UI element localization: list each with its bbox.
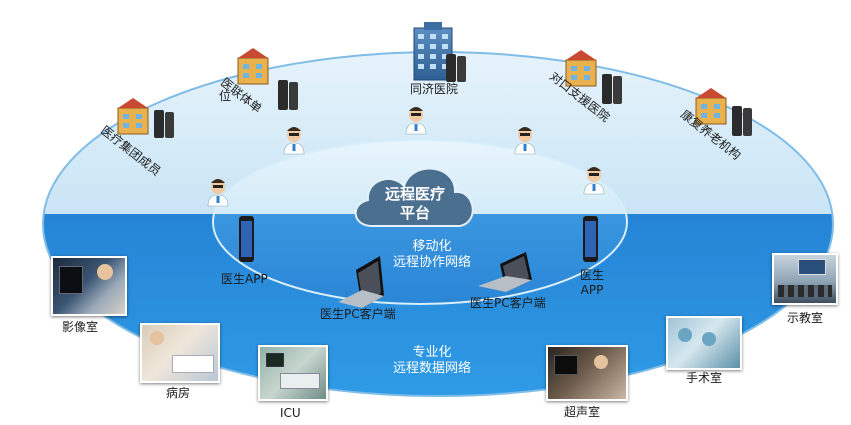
platform-title-line2: 平台 bbox=[399, 204, 430, 222]
monitor-icon bbox=[59, 266, 83, 294]
person-icon bbox=[150, 331, 164, 345]
building-icon bbox=[695, 88, 752, 136]
building-icon bbox=[117, 98, 174, 138]
building-icon bbox=[565, 50, 622, 104]
room-label-surgery: 手术室 bbox=[686, 371, 723, 385]
imaging-room-photo bbox=[51, 256, 127, 316]
professional-network-label: 专业化 远程数据网络 bbox=[372, 346, 492, 375]
hospital-tower-icon bbox=[413, 22, 466, 82]
room-label-ward: 病房 bbox=[166, 386, 191, 400]
doctor-app-label-line2: APP bbox=[580, 283, 604, 297]
bed-icon bbox=[280, 373, 320, 389]
room-label-teaching: 示教室 bbox=[787, 311, 824, 325]
doctor-app-label-line1: 医生 bbox=[579, 268, 604, 282]
cloud-icon bbox=[354, 167, 474, 227]
pc-client-label: 医生PC客户端 bbox=[470, 296, 546, 310]
mobile-network-line1: 移动化 bbox=[412, 239, 452, 254]
doctor-icon bbox=[514, 127, 536, 155]
room-label-ultrasound: 超声室 bbox=[564, 405, 601, 419]
pc-client-label: 医生PC客户端 bbox=[320, 307, 396, 321]
doctor-app-label: 医生 APP bbox=[576, 269, 608, 297]
room-label-icu: ICU bbox=[280, 406, 301, 420]
laptop-icon bbox=[338, 256, 384, 308]
person-icon bbox=[594, 355, 608, 369]
doctor-icon bbox=[207, 179, 229, 207]
bed-icon bbox=[172, 355, 214, 373]
ultrasound-room-photo bbox=[546, 345, 628, 401]
professional-network-line1: 专业化 bbox=[412, 345, 452, 360]
mobile-network-label: 移动化 远程协作网络 bbox=[372, 240, 492, 269]
doctor-app-label: 医生APP bbox=[221, 272, 268, 286]
institution-label: 同济医院 bbox=[410, 82, 459, 96]
audience-icon bbox=[778, 285, 832, 297]
room-label-imaging: 影像室 bbox=[62, 320, 99, 334]
person-icon bbox=[702, 332, 716, 346]
mobile-network-line2: 远程协作网络 bbox=[392, 255, 471, 270]
person-icon bbox=[97, 264, 113, 280]
doctor-icon bbox=[583, 167, 605, 195]
monitor-icon bbox=[554, 355, 578, 375]
phone-icon bbox=[583, 216, 598, 262]
building-icon bbox=[237, 48, 298, 110]
surgery-room-photo bbox=[666, 316, 742, 370]
teaching-room-photo bbox=[772, 253, 838, 305]
phone-icon bbox=[239, 216, 254, 262]
monitor-icon bbox=[266, 353, 284, 367]
platform-title: 远程医疗 平台 bbox=[372, 185, 458, 223]
icu-photo bbox=[258, 345, 328, 401]
professional-network-line2: 远程数据网络 bbox=[392, 361, 471, 376]
doctor-icon bbox=[405, 107, 427, 135]
doctor-icon bbox=[283, 127, 305, 155]
institution-label: 位 bbox=[219, 89, 232, 103]
laptop-icon bbox=[478, 252, 532, 292]
platform-title-line1: 远程医疗 bbox=[384, 185, 445, 203]
person-icon bbox=[678, 328, 692, 342]
ward-photo bbox=[140, 323, 220, 383]
screen-icon bbox=[798, 259, 826, 275]
